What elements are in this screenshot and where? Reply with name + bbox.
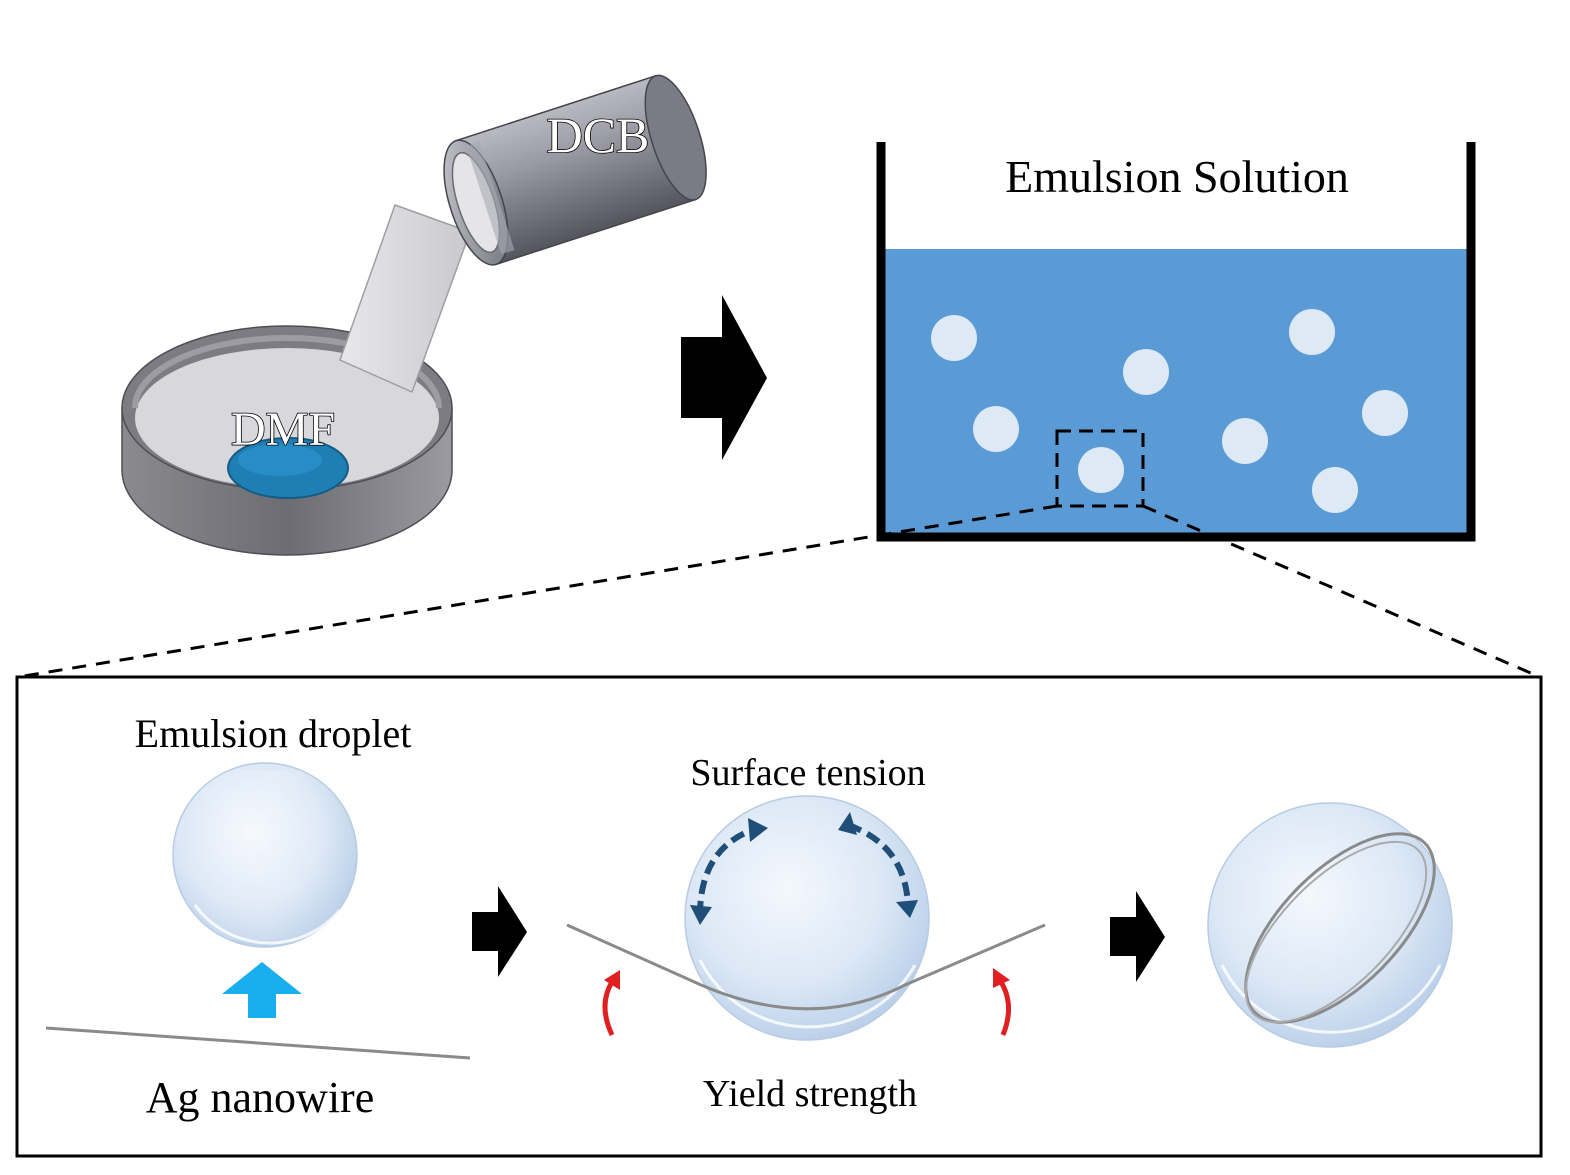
process-arrow-2 bbox=[472, 886, 527, 977]
dmf-label: DMF bbox=[231, 403, 335, 456]
solution-droplets bbox=[931, 309, 1408, 513]
surface-tension-arrow-right bbox=[838, 812, 918, 918]
dcb-container bbox=[443, 74, 707, 266]
petri-dish bbox=[121, 325, 453, 556]
wrapped-nanowire-ring bbox=[1244, 832, 1436, 1024]
dmf-liquid bbox=[227, 437, 349, 499]
zoom-line-right bbox=[1142, 504, 1541, 679]
process-arrow-3 bbox=[1110, 891, 1165, 982]
wrapped-droplet bbox=[1207, 802, 1453, 1048]
zoom-line-left bbox=[17, 504, 1058, 679]
droplet bbox=[973, 406, 1019, 452]
surface-tension-label: Surface tension bbox=[690, 752, 925, 794]
pour-stream bbox=[339, 204, 471, 394]
emulsion-droplet bbox=[172, 762, 358, 948]
bending-nanowire bbox=[566, 923, 1046, 1011]
emulsion-solution-title: Emulsion Solution bbox=[1005, 151, 1349, 202]
yield-arrow-right bbox=[993, 968, 1011, 1036]
droplet bbox=[1222, 418, 1268, 464]
yield-arrow-left bbox=[602, 970, 620, 1037]
up-arrow bbox=[222, 962, 302, 1018]
deforming-droplet bbox=[684, 795, 930, 1041]
droplet bbox=[1289, 309, 1335, 355]
droplet bbox=[1078, 447, 1124, 493]
emulsion-droplet-label: Emulsion droplet bbox=[135, 711, 412, 756]
zoom-box bbox=[1055, 429, 1145, 508]
solution-liquid bbox=[885, 249, 1467, 533]
surface-tension-arrow-left bbox=[690, 818, 768, 925]
beaker bbox=[876, 142, 1476, 542]
droplet bbox=[931, 315, 977, 361]
droplet bbox=[1123, 349, 1169, 395]
process-arrow-1 bbox=[681, 295, 767, 460]
ag-nanowire-line bbox=[45, 1026, 471, 1060]
dcb-label: DCB bbox=[547, 107, 650, 163]
droplet bbox=[1362, 390, 1408, 436]
droplet bbox=[1312, 467, 1358, 513]
yield-strength-label: Yield strength bbox=[703, 1073, 917, 1115]
ag-nanowire-label: Ag nanowire bbox=[146, 1073, 375, 1122]
